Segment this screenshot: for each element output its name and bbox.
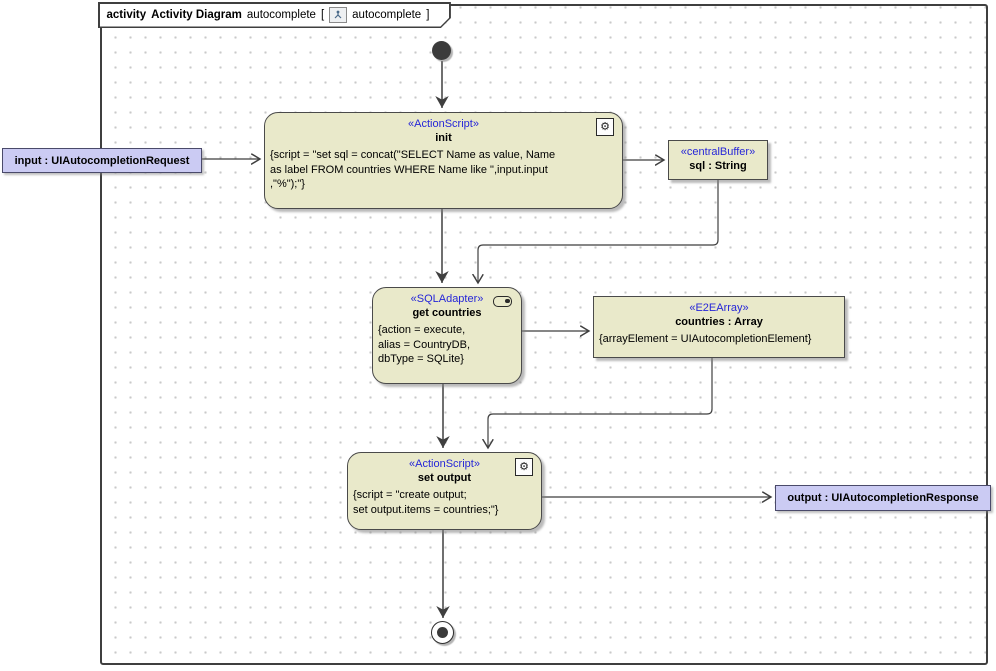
central-buffer-node-sql[interactable]: «centralBuffer» sql : String <box>668 140 768 180</box>
frame-keyword: activity <box>106 8 147 21</box>
action-script-body: {script = "set sql = concat("SELECT Name… <box>270 149 556 190</box>
array-node-countries[interactable]: «E2EArray» countries : Array {arrayEleme… <box>593 296 845 358</box>
frame-context-name: autocomplete <box>352 8 422 21</box>
diagram-frame-header: activity Activity Diagram autocomplete [… <box>98 2 451 28</box>
action-name: init <box>435 132 452 144</box>
stereotype-label: «centralBuffer» <box>680 146 756 158</box>
activity-diagram-icon <box>329 7 347 23</box>
action-node-get-countries[interactable]: «SQLAdapter» get countries {action = exe… <box>372 287 522 384</box>
action-parameters-body: {action = execute, alias = CountryDB, db… <box>378 324 471 365</box>
stereotype-label: «ActionScript» <box>409 458 480 470</box>
output-parameter-label: output : UIAutocompletionResponse <box>787 492 979 504</box>
activity-final-node-dot <box>437 627 448 638</box>
adapter-pill-icon <box>493 296 512 307</box>
stereotype-label: «ActionScript» <box>408 118 479 130</box>
gear-icon: ⚙ <box>596 118 614 136</box>
action-node-set-output[interactable]: «ActionScript» set output {script = "cre… <box>347 452 542 530</box>
stereotype-label: «SQLAdapter» <box>410 293 484 305</box>
frame-close-bracket: ] <box>426 8 430 21</box>
action-name: get countries <box>412 307 482 319</box>
action-name: set output <box>417 472 472 484</box>
input-parameter-label: input : UIAutocompletionRequest <box>14 154 190 167</box>
gear-icon: ⚙ <box>515 458 533 476</box>
frame-open-bracket: [ <box>320 8 325 21</box>
buffer-name: sql : String <box>689 160 747 172</box>
action-script-body: {script = "create output; set output.ite… <box>353 489 499 516</box>
frame-diagram-type: Activity Diagram <box>151 8 242 21</box>
activity-final-node[interactable] <box>431 621 454 644</box>
output-parameter-node[interactable]: output : UIAutocompletionResponse <box>775 485 991 511</box>
stereotype-label: «E2EArray» <box>689 302 749 314</box>
action-node-init[interactable]: «ActionScript» init {script = "set sql =… <box>264 112 623 209</box>
input-parameter-node[interactable]: input : UIAutocompletionRequest <box>2 148 202 173</box>
diagram-frame <box>100 4 988 665</box>
array-name: countries : Array <box>675 316 763 328</box>
array-element-body: {arrayElement = UIAutocompletionElement} <box>599 333 812 345</box>
frame-diagram-name: autocomplete <box>246 8 316 21</box>
initial-node[interactable] <box>432 41 451 60</box>
